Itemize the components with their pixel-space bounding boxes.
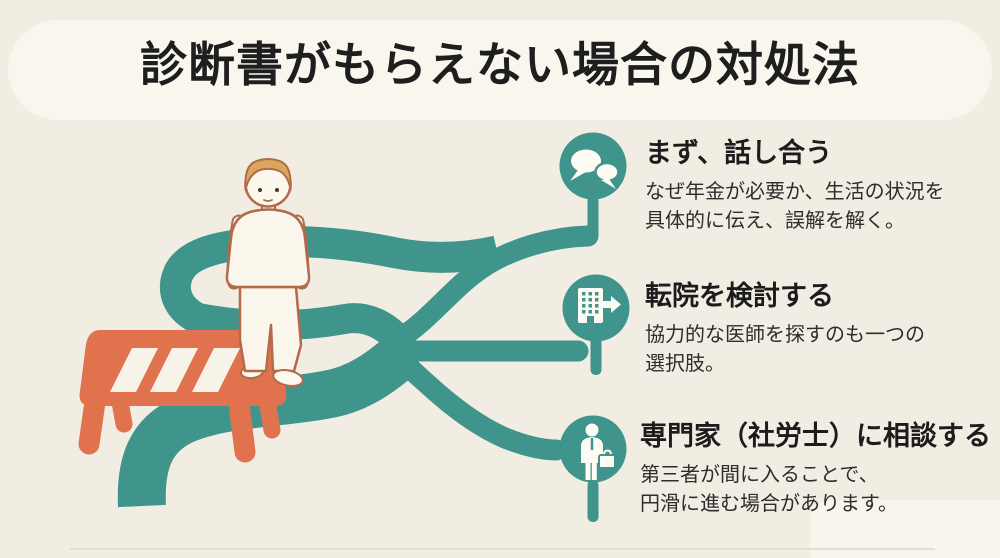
speech-bubbles-icon [559, 132, 627, 239]
hospital-transfer-icon [562, 274, 630, 375]
option-transfer-body-line-2: 選択肢。 [645, 352, 725, 375]
consultant-icon [559, 415, 627, 522]
road-barricade-icon [78, 330, 287, 463]
option-talk-body: なぜ年金が必要か、生活の状況を 具体的に伝え、誤解を解く。 [645, 178, 945, 236]
option-transfer-body-line-1: 協力的な医師を探すのも一つの [645, 323, 925, 346]
option-consult-expert-body-line-1: 第三者が間に入ることで、 [640, 463, 879, 486]
standing-person-icon [225, 158, 311, 387]
title-band [8, 20, 992, 120]
option-consult-expert-heading: 専門家（社労士）に相談する [640, 421, 991, 451]
option-transfer-heading: 転院を検討する [645, 281, 834, 311]
option-consult-expert-body: 第三者が間に入ることで、 円滑に進む場合があります。 [640, 461, 991, 519]
road-junction [384, 334, 414, 364]
option-talk: まず、話し合う なぜ年金が必要か、生活の状況を 具体的に伝え、誤解を解く。 [645, 138, 945, 236]
corner-highlight [810, 500, 1000, 558]
option-consult-expert: 専門家（社労士）に相談する 第三者が間に入ることで、 円滑に進む場合があります。 [640, 421, 991, 519]
option-transfer: 転院を検討する 協力的な医師を探すのも一つの 選択肢。 [645, 281, 925, 379]
option-transfer-body: 協力的な医師を探すのも一つの 選択肢。 [645, 321, 925, 379]
page-title: 診断書がもらえない場合の対処法 [140, 38, 860, 91]
option-consult-expert-body-line-2: 円滑に進む場合があります。 [640, 492, 898, 515]
option-talk-body-line-2: 具体的に伝え、誤解を解く。 [645, 209, 905, 232]
option-talk-body-line-1: なぜ年金が必要か、生活の状況を [645, 180, 945, 203]
option-talk-heading: まず、話し合う [645, 138, 833, 168]
